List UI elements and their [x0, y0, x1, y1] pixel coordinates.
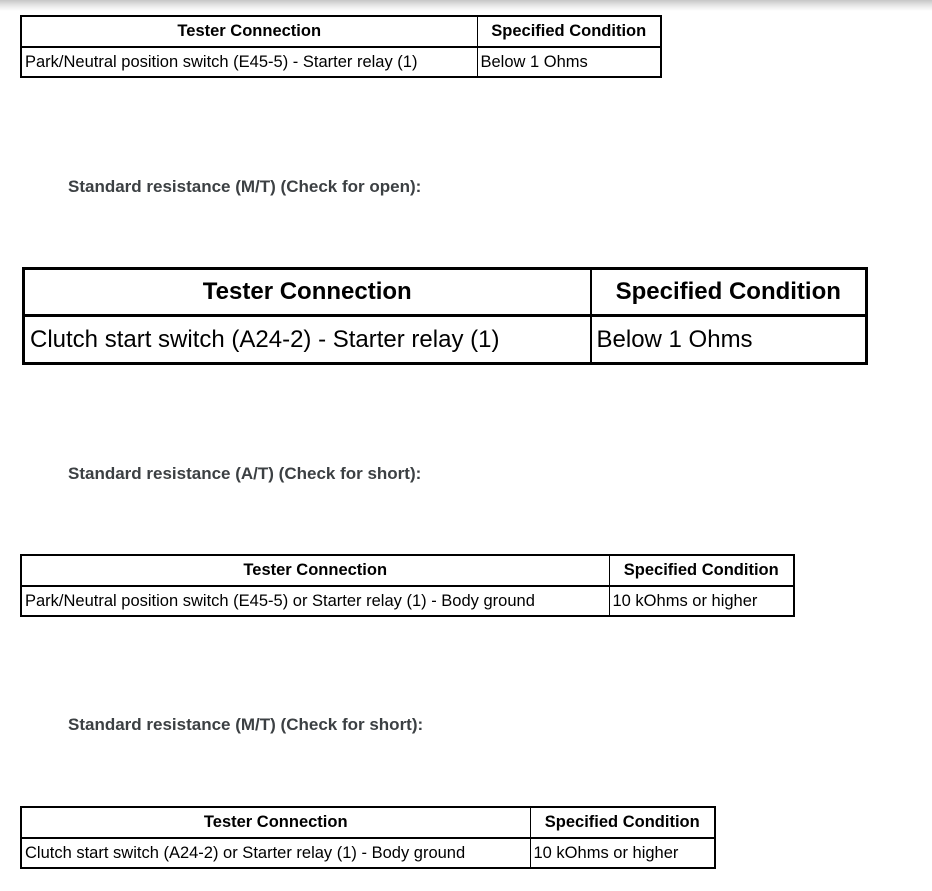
table-header-row: Tester Connection Specified Condition [20, 554, 795, 587]
specified-condition-value: 10 kOhms or higher [608, 585, 795, 617]
resistance-table-at-check-open: Tester Connection Specified Condition Pa… [20, 15, 662, 78]
table-row: Park/Neutral position switch (E45-5) - S… [20, 46, 662, 78]
heading-standard-resistance-mt-open: Standard resistance (M/T) (Check for ope… [68, 177, 422, 196]
table-row: Park/Neutral position switch (E45-5) or … [20, 585, 795, 617]
tester-connection-value: Clutch start switch (A24-2) or Starter r… [20, 837, 531, 869]
resistance-table-mt-check-short: Tester Connection Specified Condition Cl… [20, 806, 716, 869]
tester-connection-header: Tester Connection [20, 554, 610, 587]
tester-connection-value: Park/Neutral position switch (E45-5) - S… [20, 46, 478, 78]
tester-connection-header: Tester Connection [20, 15, 478, 48]
resistance-table-at-check-short: Tester Connection Specified Condition Pa… [20, 554, 795, 617]
specified-condition-header: Specified Condition [608, 554, 795, 587]
specified-condition-value: Below 1 Ohms [589, 314, 868, 365]
table-header-row: Tester Connection Specified Condition [20, 806, 716, 839]
specified-condition-value: 10 kOhms or higher [529, 837, 716, 869]
specified-condition-header: Specified Condition [589, 267, 868, 317]
specified-condition-header: Specified Condition [476, 15, 662, 48]
heading-standard-resistance-at-short: Standard resistance (A/T) (Check for sho… [68, 464, 422, 483]
page-top-gradient-bar [0, 0, 932, 11]
resistance-table-mt-check-open: Tester Connection Specified Condition Cl… [22, 267, 868, 365]
tester-connection-value: Park/Neutral position switch (E45-5) or … [20, 585, 610, 617]
table-row: Clutch start switch (A24-2) - Starter re… [22, 314, 868, 365]
specified-condition-header: Specified Condition [529, 806, 716, 839]
table-row: Clutch start switch (A24-2) or Starter r… [20, 837, 716, 869]
tester-connection-header: Tester Connection [20, 806, 531, 839]
table-header-row: Tester Connection Specified Condition [22, 267, 868, 317]
specified-condition-value: Below 1 Ohms [476, 46, 662, 78]
tester-connection-value: Clutch start switch (A24-2) - Starter re… [22, 314, 592, 365]
table-header-row: Tester Connection Specified Condition [20, 15, 662, 48]
heading-standard-resistance-mt-short: Standard resistance (M/T) (Check for sho… [68, 715, 424, 734]
tester-connection-header: Tester Connection [22, 267, 592, 317]
